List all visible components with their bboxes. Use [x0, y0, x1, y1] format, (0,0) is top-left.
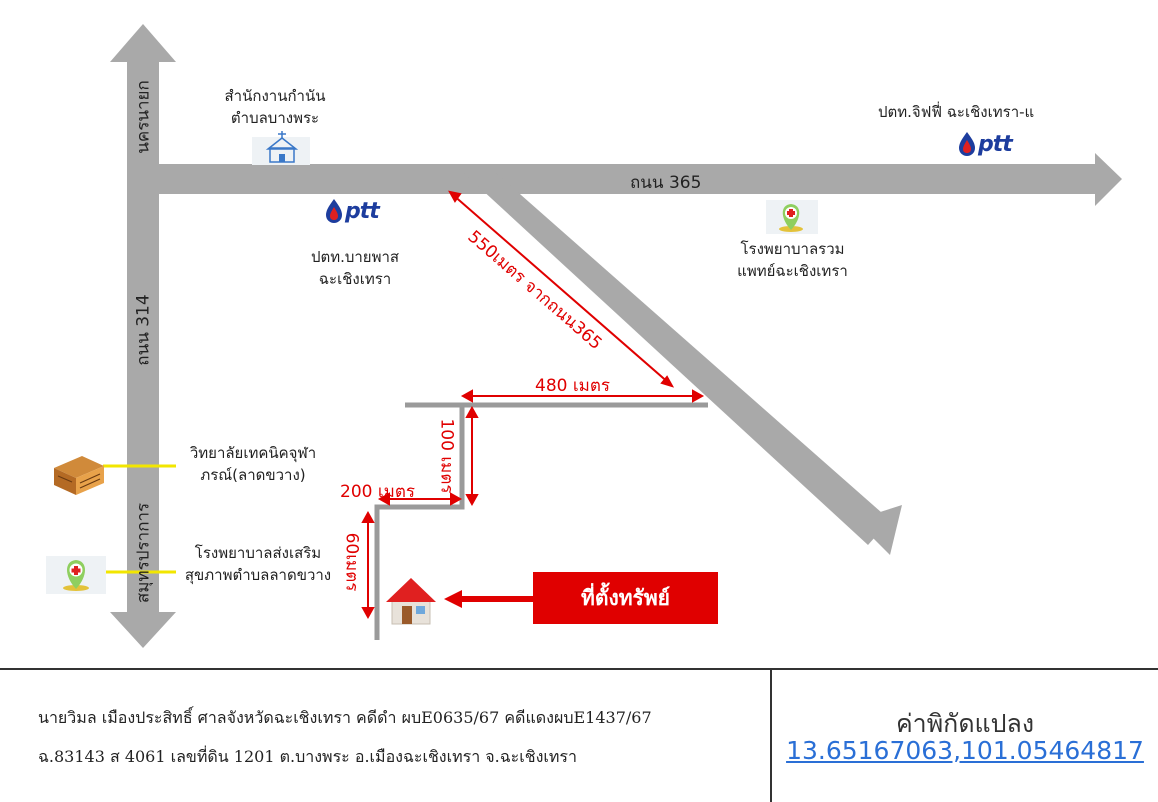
distance-200-label: 200 เมตร	[340, 482, 416, 502]
building-icon	[54, 456, 104, 495]
nakhon-nayok-label: นครนายก	[133, 80, 154, 154]
info-footer: นายวิมล เมืองประสิทธิ์ ศาลจังหวัดฉะเชิงเ…	[0, 668, 1158, 802]
kamnan-office-label: สำนักงานกำนัน ตำบลบางพระ	[224, 87, 326, 127]
dist-550-arrow-a	[448, 190, 462, 203]
hospital-pin-icon-left	[46, 556, 106, 594]
distance-60-label: 60เมตร	[341, 532, 362, 592]
distance-100-label: 100 เมตร	[436, 418, 457, 494]
ptt-logo-jiffy: ptt	[958, 131, 1013, 157]
dist-60-arrow-b	[361, 607, 375, 620]
house-icon	[386, 578, 436, 625]
dist-60-arrow-a	[361, 510, 375, 523]
health-hospital-label: โรงพยาบาลส่งเสริม สุขภาพตำบลลาดขวาง	[184, 544, 332, 584]
road-314-arrow-down	[110, 612, 176, 648]
road-365-arrow-right	[1095, 153, 1122, 206]
case-line-1: นายวิมล เมืองประสิทธิ์ ศาลจังหวัดฉะเชิงเ…	[38, 708, 652, 727]
ptt-drop-icon	[326, 199, 342, 223]
case-line-2: ฉ.83143 ส 4061 เลขที่ดิน 1201 ต.บางพระ อ…	[38, 747, 577, 766]
case-description: นายวิมล เมืองประสิทธิ์ ศาลจังหวัดฉะเชิงเ…	[0, 670, 772, 802]
road-365-label: ถนน 365	[630, 173, 702, 193]
diagonal-road-arrow	[855, 505, 902, 555]
dist-100-arrow-a	[465, 405, 479, 418]
ptt-logo-bypass: ptt	[325, 198, 380, 224]
dist-200-arrow-a	[377, 492, 390, 506]
road-314	[110, 24, 176, 648]
coordinates-link[interactable]: 13.65167063,101.05464817	[786, 736, 1144, 765]
samut-prakan-label: สมุทรปราการ	[133, 502, 154, 604]
dist-100-arrow-b	[465, 494, 479, 507]
ptt-logo-text: ptt	[345, 198, 380, 224]
dist-550-line	[451, 193, 671, 385]
arrow-left-icon	[444, 590, 534, 608]
location-map	[46, 24, 1122, 648]
diagonal-road-shaft	[455, 165, 890, 545]
coordinates-panel: ค่าพิกัดแปลง 13.65167063,101.05464817	[772, 670, 1158, 802]
road-365	[143, 153, 1122, 206]
church-icon	[252, 131, 310, 165]
dist-480-arrow-b	[692, 389, 705, 403]
access-lane-2	[374, 402, 708, 640]
distance-480-label: 480 เมตร	[535, 376, 611, 396]
coordinates-title: ค่าพิกัดแปลง	[895, 709, 1035, 738]
dist-550-arrow-b	[660, 375, 675, 388]
dist-200-arrow-b	[450, 492, 463, 506]
diagonal-road	[455, 165, 902, 555]
road-314-label: ถนน 314	[133, 294, 154, 366]
ptt-jiffy-label: ปตท.จิฟฟี่ ฉะเชิงเทรา-แ	[878, 103, 1035, 121]
ptt-drop-icon	[959, 132, 975, 156]
road-365-shaft	[143, 164, 1103, 194]
ptt-bypass-label: ปตท.บายพาส ฉะเชิงเทรา	[310, 248, 400, 288]
hospital-ruamphaet-label: โรงพยาบาลรวม แพทย์ฉะเชิงเทรา	[737, 240, 848, 280]
road-314-shaft	[127, 60, 159, 615]
hospital-pin-icon	[766, 200, 818, 234]
tech-college-label: วิทยาลัยเทคนิคจุฬา ภรณ์(ลาดขวาง)	[189, 444, 317, 484]
dist-480-arrow-a	[460, 389, 473, 403]
road-314-arrow-up	[110, 24, 176, 62]
distance-markers	[361, 190, 705, 620]
ptt-logo-text: ptt	[978, 131, 1013, 157]
target-property-label: ที่ตั้งทรัพย์	[533, 572, 718, 624]
